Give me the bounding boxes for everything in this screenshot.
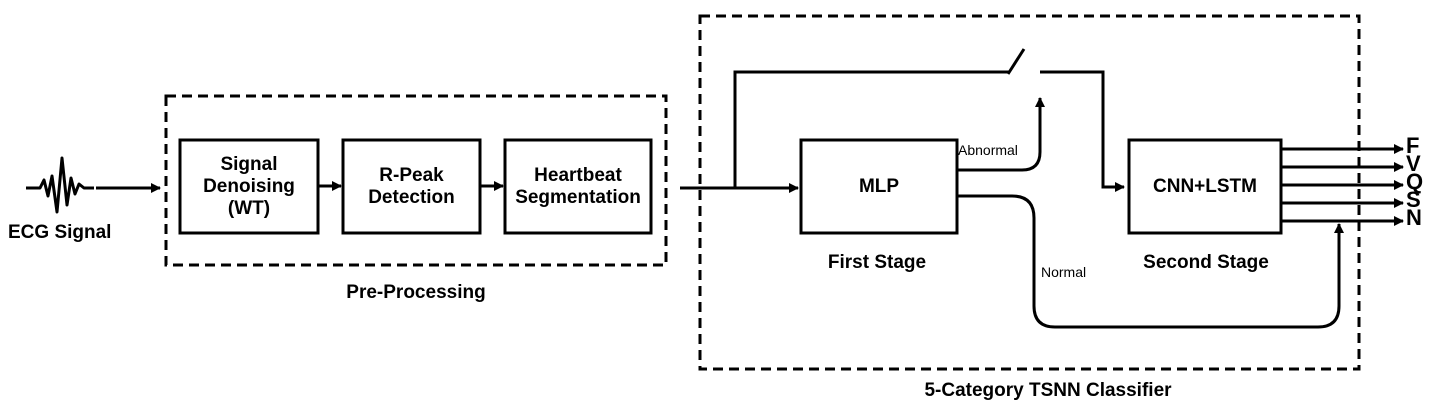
classifier-region [698, 14, 1361, 371]
class-label-v: V [1406, 151, 1421, 176]
signal-denoising-block [178, 138, 320, 235]
class-label-q: Q [1406, 169, 1424, 194]
normal-path [958, 194, 1344, 329]
class-label-n: N [1406, 205, 1422, 230]
class-label-f: F [1406, 133, 1420, 158]
mlp-text: MLP [858, 175, 900, 197]
classifier-label: 5-Category TSNN Classifier [924, 380, 1172, 401]
bypass-line [733, 70, 1010, 188]
cnn-lstm-text: CNN+LSTM [1153, 175, 1257, 197]
ecg-signal-label: ECG Signal [8, 222, 112, 243]
normal-label: Normal [1041, 264, 1087, 280]
first-stage-label: First Stage [827, 252, 927, 273]
arrow-switch-to-second-stage [1040, 70, 1125, 192]
preprocessing-label: Pre-Processing [346, 282, 486, 303]
switch-icon [1006, 48, 1026, 75]
heartbeat-segmentation-text: Heartbeat Segmentation [515, 164, 641, 208]
heartbeat-segmentation-block [503, 138, 653, 235]
mlp-block [799, 138, 959, 235]
class-label-s: S [1406, 187, 1421, 212]
abnormal-path [958, 97, 1045, 172]
second-stage-label: Second Stage [1143, 252, 1269, 273]
r-peak-detection-text: R-Peak Detection [368, 164, 455, 208]
signal-denoising-text: Signal Denoising (WT) [203, 153, 295, 219]
preprocessing-region [164, 94, 668, 267]
abnormal-label: Abnormal [958, 142, 1018, 158]
ecg-waveform-icon [26, 156, 94, 214]
cnn-lstm-block [1127, 138, 1283, 235]
